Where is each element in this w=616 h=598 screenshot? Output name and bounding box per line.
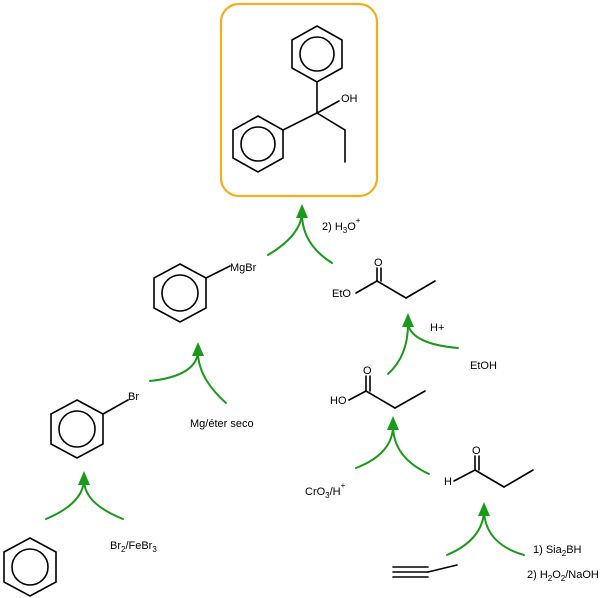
reagent-esterification-alcohol: EtOH [470,360,497,372]
reaction-arrows [45,204,525,556]
reagent-hydroboration-2: 2) H2O2/NaOH [527,569,599,583]
arrow-hydroboration [446,502,525,556]
ester-eto-label: EtO [332,288,351,300]
reagent-acid-workup: 2) H3O+ [322,216,361,235]
arrow-grignard-formation [149,342,227,404]
target-left-phenyl-circle [240,126,276,162]
grignard-mgbr-label: MgBr [230,262,257,274]
acid-bond-c-ch2 [365,390,396,409]
arrow-esterification [387,313,459,375]
ester-bond-c-ch2 [376,280,407,299]
propanoic-acid-molecule: HO O [330,365,426,409]
acid-bond-ch2-ch3 [394,390,426,409]
aldehyde-h-label: H [444,476,452,488]
reagent-labels: 2) H3O+ Mg/éter seco H+ EtOH Br2/FeBr3 C… [110,216,599,583]
target-bond-oh [316,100,340,114]
bromobenzene-circle [58,410,96,448]
reagent-oxidation: CrO3/H+ [305,481,346,500]
target-molecule: OH [232,25,358,173]
target-bond-ethyl-1 [316,112,346,131]
aldehyde-bond-c-ch2 [474,469,505,488]
grignard-phenyl-circle [161,274,199,312]
target-highlight-box [219,2,379,198]
aldehyde-o-label: O [472,445,481,457]
bromobenzene-bond-br [102,399,129,415]
reagent-mg: Mg/éter seco [190,418,254,430]
propyne-bond-ch3 [427,564,458,573]
ester-o-label: O [374,257,383,269]
acid-ho-label: HO [330,395,347,407]
reagent-bromination: Br2/FeBr3 [110,540,157,554]
reagent-esterification-cat: H+ [430,322,444,334]
propanal-molecule: H O [444,445,534,488]
benzene-molecule [3,537,57,597]
target-top-phenyl-circle [299,36,335,72]
bromobenzene-br-label: Br [128,391,139,403]
arrow-oxidation [355,416,430,475]
arrow-grignard-addition [267,204,333,264]
benzene-ring [3,537,57,597]
acid-o-label: O [363,365,372,377]
arrow-bromination [45,471,124,520]
grignard-molecule: MgBr [153,262,257,323]
target-bond-left [282,112,318,131]
ester-bond-o-c [355,280,378,294]
ester-bond-ch2-ch3 [405,280,436,299]
propyne-molecule [392,564,458,578]
grignard-bond-mg [205,265,231,279]
bromobenzene-molecule: Br [50,391,139,459]
ethyl-propanoate-molecule: EtO O [332,257,436,300]
aldehyde-bond-ch2-ch3 [503,469,534,488]
benzene-circle [11,548,49,586]
target-oh-label: OH [341,93,358,105]
acid-bond-o-c [348,390,367,401]
reagent-hydroboration-1: 1) Sia2BH [533,544,582,558]
aldehyde-bond-h-c [453,469,476,482]
